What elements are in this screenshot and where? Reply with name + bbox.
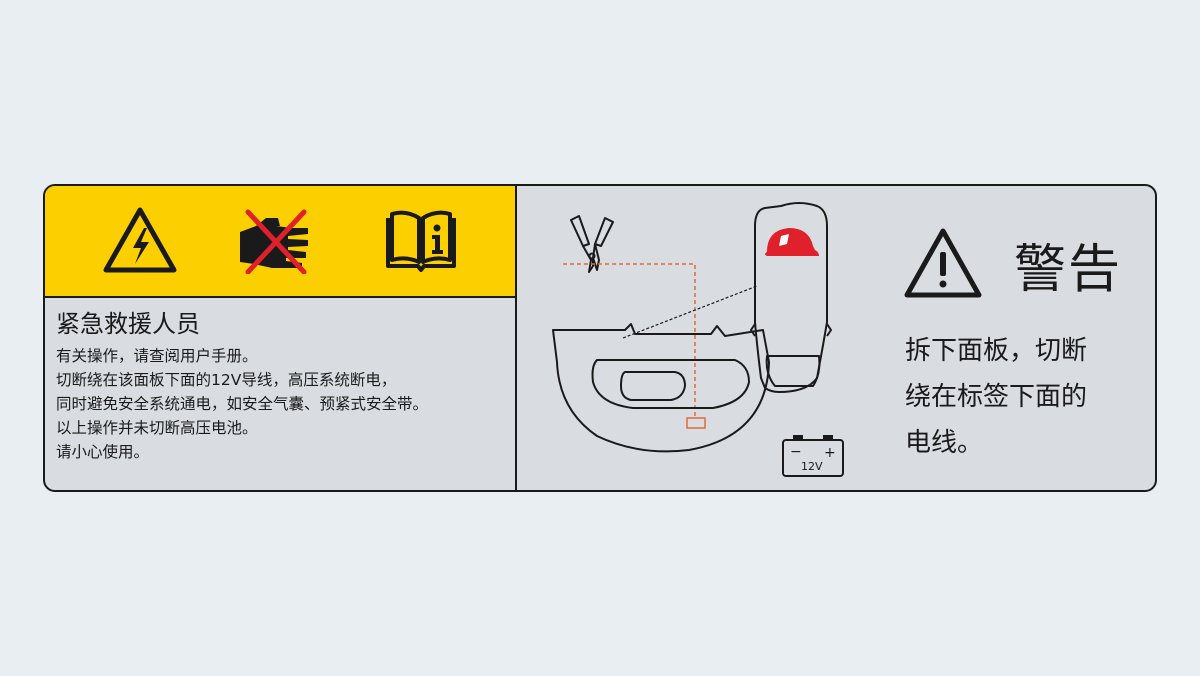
instruction-line: 以上操作并未切断高压电池。 (56, 419, 258, 437)
rescue-info-panel: 紧急救援人员 有关操作，请查阅用户手册。 切断绕在该面板下面的12V导线，高压系… (45, 186, 517, 490)
cut-location-illustration: − + 12V (552, 202, 844, 477)
safety-icon-bar (45, 186, 515, 298)
cut-path-line (563, 263, 696, 418)
pointer-line (622, 285, 758, 339)
instruction-line: 有关操作，请查阅用户手册。 (56, 347, 258, 365)
rescue-instructions: 紧急救援人员 有关操作，请查阅用户手册。 切断绕在该面板下面的12V导线，高压系… (56, 308, 511, 464)
battery-plus: + (824, 445, 836, 461)
warning-label: 紧急救援人员 有关操作，请查阅用户手册。 切断绕在该面板下面的12V导线，高压系… (43, 184, 1157, 492)
battery-voltage-label: 12V (801, 460, 823, 473)
wire-cutter-icon (570, 215, 614, 273)
rescue-title: 紧急救援人员 (56, 310, 200, 338)
warning-line: 绕在标签下面的 (905, 382, 1088, 412)
warning-line: 电线。 (905, 428, 984, 458)
warning-title: 警告 (1014, 240, 1123, 300)
instruction-line: 切断绕在该面板下面的12V导线，高压系统断电， (56, 371, 397, 389)
warning-text: 拆下面板，切断 绕在标签下面的 电线。 (905, 328, 1087, 466)
high-voltage-warning-icon (103, 207, 177, 273)
battery-icon: − + 12V (782, 435, 844, 477)
read-manual-icon (386, 210, 456, 272)
vehicle-top-view-icon (750, 202, 832, 393)
instruction-line: 请小心使用。 (56, 443, 150, 461)
cut-location-marker (686, 417, 706, 429)
firefighter-helmet-icon (765, 228, 819, 256)
no-hand-touch-icon (240, 209, 308, 274)
trunk-panel-icon (552, 323, 770, 453)
battery-minus: − (790, 444, 802, 460)
warning-panel: − + 12V 警告 拆下面板，切断 绕在标签下面的 电线。 (517, 186, 1155, 490)
warning-line: 拆下面板，切断 (905, 336, 1088, 366)
warning-triangle-icon (904, 228, 982, 298)
instruction-line: 同时避免安全系统通电，如安全气囊、预紧式安全带。 (56, 395, 429, 413)
